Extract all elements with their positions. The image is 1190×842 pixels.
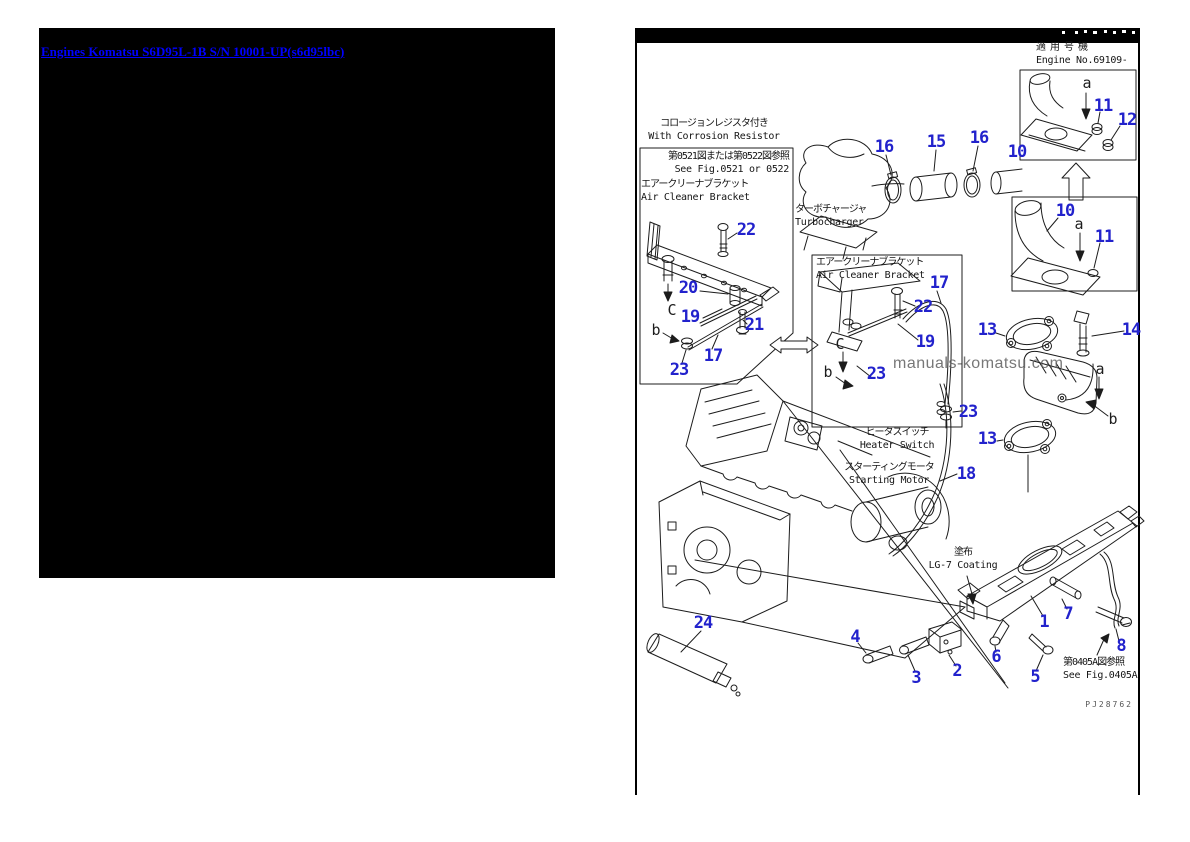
parts-diagram-page: [635, 28, 1140, 795]
manual-title-link[interactable]: Engines Komatsu S6D95L-1B S/N 10001-UP(s…: [41, 44, 345, 59]
page-top-scan-bar: [637, 28, 1138, 43]
left-black-panel: [39, 28, 555, 578]
